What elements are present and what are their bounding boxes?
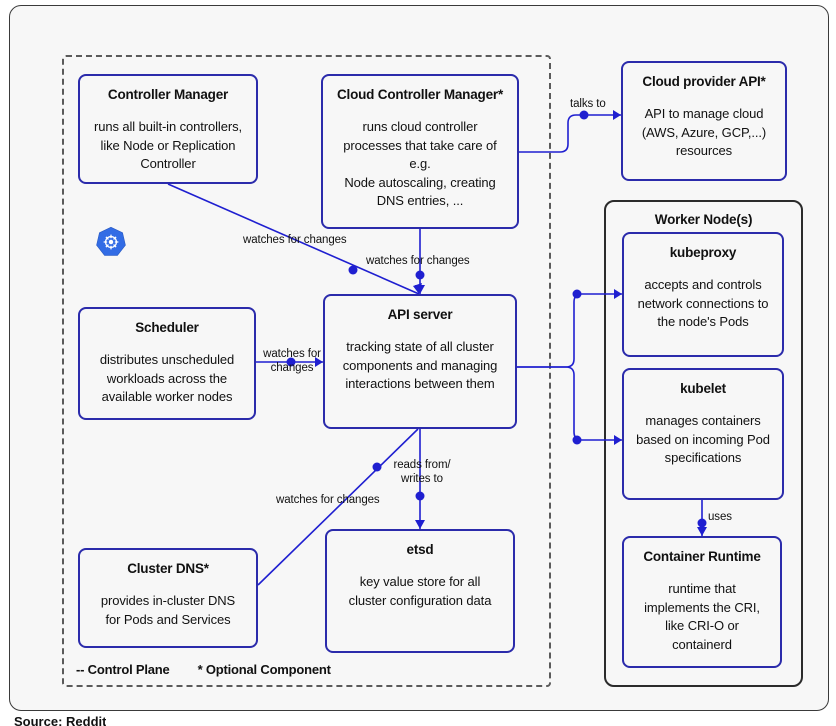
legend-control-plane: -- Control Plane: [76, 662, 170, 677]
box-kubelet[interactable]: kubelet manages containers based on inco…: [622, 368, 784, 500]
box-title: Cloud provider API*: [642, 74, 766, 89]
box-title: Scheduler: [135, 320, 199, 335]
box-cluster-dns[interactable]: Cluster DNS* provides in-cluster DNS for…: [78, 548, 258, 648]
worker-node-region: Worker Node(s): [604, 200, 803, 687]
box-cloud-provider-api[interactable]: Cloud provider API* API to manage cloud …: [621, 61, 787, 181]
box-description: accepts and controls network connections…: [637, 277, 769, 330]
box-description: tracking state of all cluster components…: [342, 339, 498, 392]
box-title: Container Runtime: [643, 549, 761, 564]
box-title: kubelet: [680, 381, 726, 396]
edge-label-cluster-dns-watches: watches for changes: [276, 494, 380, 506]
box-description: provides in-cluster DNS for Pods and Ser…: [100, 593, 236, 627]
box-scheduler[interactable]: Scheduler distributes unscheduled worklo…: [78, 307, 256, 420]
box-api-server[interactable]: API server tracking state of all cluster…: [323, 294, 517, 429]
edge-label-talks-to: talks to: [570, 98, 606, 110]
box-title: Cluster DNS*: [127, 561, 209, 576]
box-kubeproxy[interactable]: kubeproxy accepts and controls network c…: [622, 232, 784, 357]
box-title: kubeproxy: [669, 245, 737, 260]
box-controller-manager[interactable]: Controller Manager runs all built-in con…: [78, 74, 258, 184]
edge-label-uses: uses: [708, 511, 732, 523]
edge-label-scheduler-watches: watches for changes: [263, 348, 321, 375]
box-title: Controller Manager: [107, 87, 229, 102]
source-caption: Source: Reddit: [14, 714, 107, 726]
box-description: runs all built-in controllers, like Node…: [93, 119, 242, 172]
box-cloud-controller-manager[interactable]: Cloud Controller Manager* runs cloud con…: [321, 74, 519, 229]
box-etsd[interactable]: etsd key value store for all cluster con…: [325, 529, 515, 653]
box-container-runtime[interactable]: Container Runtime runtime that implement…: [622, 536, 782, 668]
box-title: API server: [387, 307, 453, 322]
edge-label-cloud-controller-watches: watches for changes: [366, 255, 470, 267]
kubernetes-logo-icon: [95, 226, 127, 258]
box-title: etsd: [406, 542, 434, 557]
edge-label-controller-manager-watches: watches for changes: [243, 234, 347, 246]
box-description: runs cloud controller processes that tak…: [343, 119, 497, 209]
legend: -- Control Plane * Optional Component: [76, 662, 331, 677]
worker-node-title: Worker Node(s): [654, 212, 753, 227]
box-description: key value store for all cluster configur…: [348, 574, 492, 608]
box-title: Cloud Controller Manager*: [336, 87, 503, 102]
edge-label-reads-writes: reads from/ writes to: [393, 459, 451, 486]
box-description: manages containers based on incoming Pod…: [636, 413, 770, 466]
box-description: runtime that implements the CRI, like CR…: [644, 581, 760, 652]
box-description: API to manage cloud (AWS, Azure, GCP,...…: [641, 106, 767, 159]
legend-optional-component: * Optional Component: [197, 662, 331, 677]
box-description: distributes unscheduled workloads across…: [99, 352, 235, 405]
